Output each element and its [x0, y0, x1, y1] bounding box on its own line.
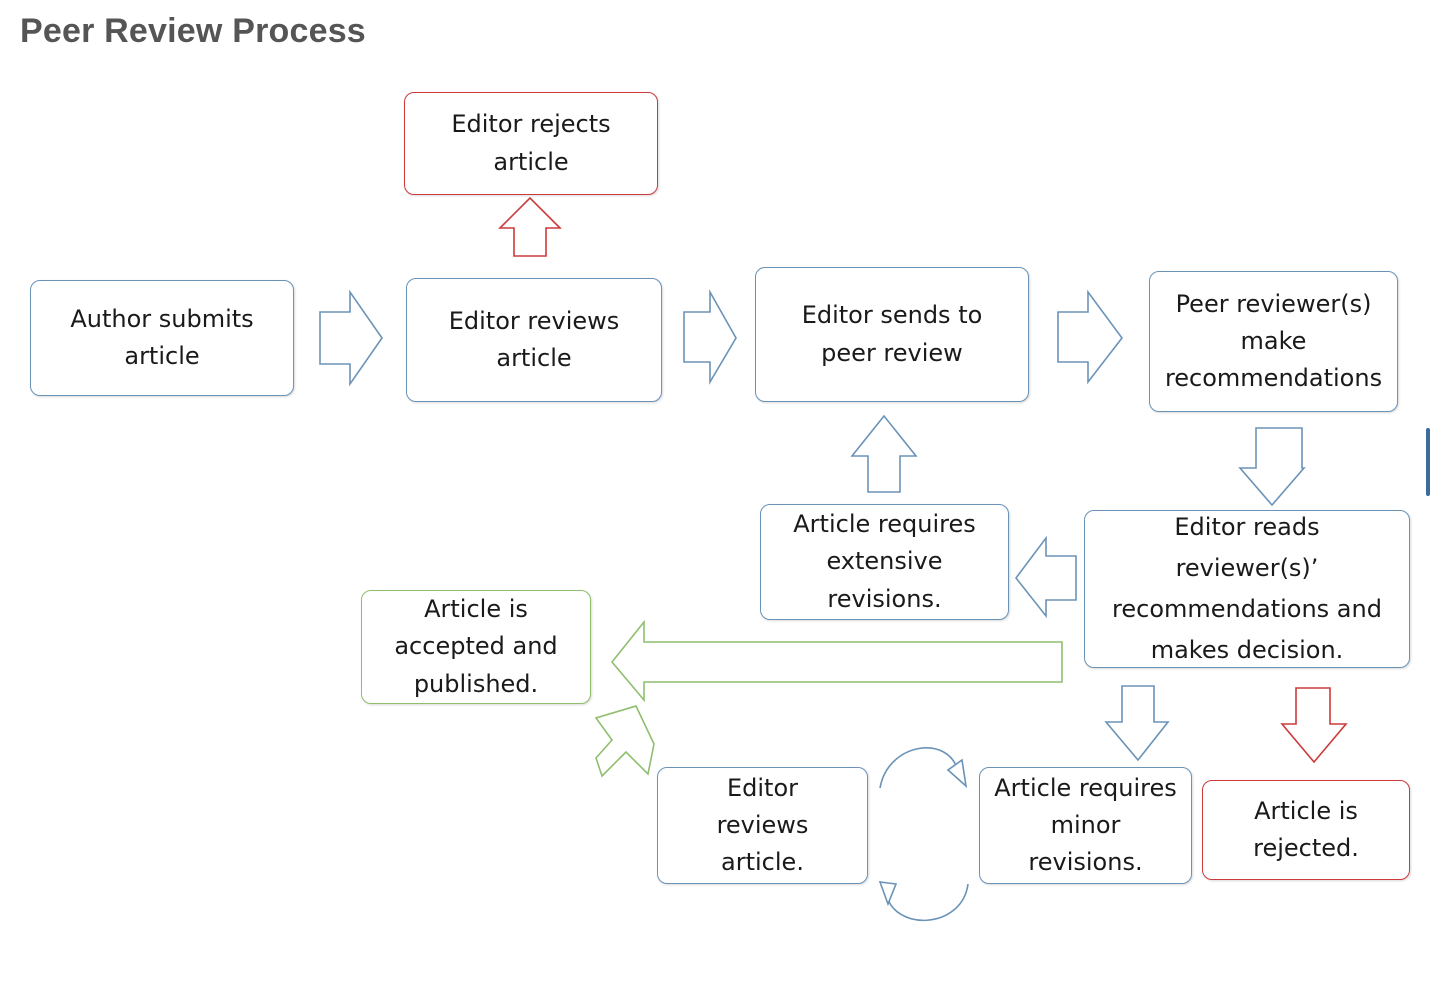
article-rejected-label: Article is rejected.: [1253, 796, 1359, 862]
editor-reviews-article-box: Editor reviews article.: [657, 767, 868, 884]
accepted-published-box: Article is accepted and published.: [361, 590, 591, 704]
arrow-up-review-to-rejects: [498, 196, 562, 257]
peer-reviewers-label: Peer reviewer(s) make recommendations: [1164, 289, 1383, 393]
minor-revisions-label: Article requires minor revisions.: [994, 773, 1177, 877]
editor-reviews-label: Editor reviews article: [448, 306, 620, 372]
editor-reads-box: Editor reads reviewer(s)’ recommendation…: [1084, 510, 1410, 668]
arrow-right-review-to-send: [683, 288, 737, 385]
arrow-left-decision-to-extensive: [1014, 535, 1077, 619]
accepted-published-label: Article is accepted and published.: [394, 595, 558, 698]
editor-reads-label: Editor reads reviewer(s)’ recommendation…: [1112, 513, 1382, 664]
arrow-up-revisions-to-peer: [850, 414, 918, 493]
arrow-left-decision-to-accepted: [610, 619, 1063, 703]
arrow-right-submit-to-review: [319, 289, 383, 387]
cycle-arrow-top: [879, 747, 959, 789]
edge-accent-bar: [1426, 428, 1430, 496]
arrow-down-peer-to-decision: [1238, 427, 1306, 507]
arrow-diagonal-to-accepted: [594, 705, 655, 778]
editor-sends-box: Editor sends to peer review: [755, 267, 1029, 402]
cycle-arrow-bottom-head: [878, 881, 898, 907]
author-submits-label: Author submits article: [70, 304, 254, 370]
extensive-revisions-label: Article requires extensive revisions.: [793, 510, 976, 613]
extensive-revisions-box: Article requires extensive revisions.: [760, 504, 1009, 620]
minor-revisions-box: Article requires minor revisions.: [979, 767, 1192, 884]
cycle-arrow-top-head: [946, 758, 968, 789]
editor-sends-label: Editor sends to peer review: [801, 301, 983, 367]
editor-rejects-label: Editor rejects article: [451, 110, 611, 176]
article-rejected-box: Article is rejected.: [1202, 780, 1410, 880]
page-title: Peer Review Process: [20, 12, 366, 50]
arrow-down-decision-to-rejected: [1280, 687, 1348, 764]
editor-reviews-article-label: Editor reviews article.: [716, 773, 809, 877]
editor-reviews-box: Editor reviews article: [406, 278, 662, 402]
cycle-arrow-bottom: [885, 883, 969, 922]
arrow-down-decision-to-minor: [1104, 685, 1170, 762]
arrow-right-send-to-peer: [1057, 289, 1124, 385]
author-submits-box: Author submits article: [30, 280, 294, 396]
editor-rejects-box: Editor rejects article: [404, 92, 658, 195]
peer-reviewers-box: Peer reviewer(s) make recommendations: [1149, 271, 1398, 412]
